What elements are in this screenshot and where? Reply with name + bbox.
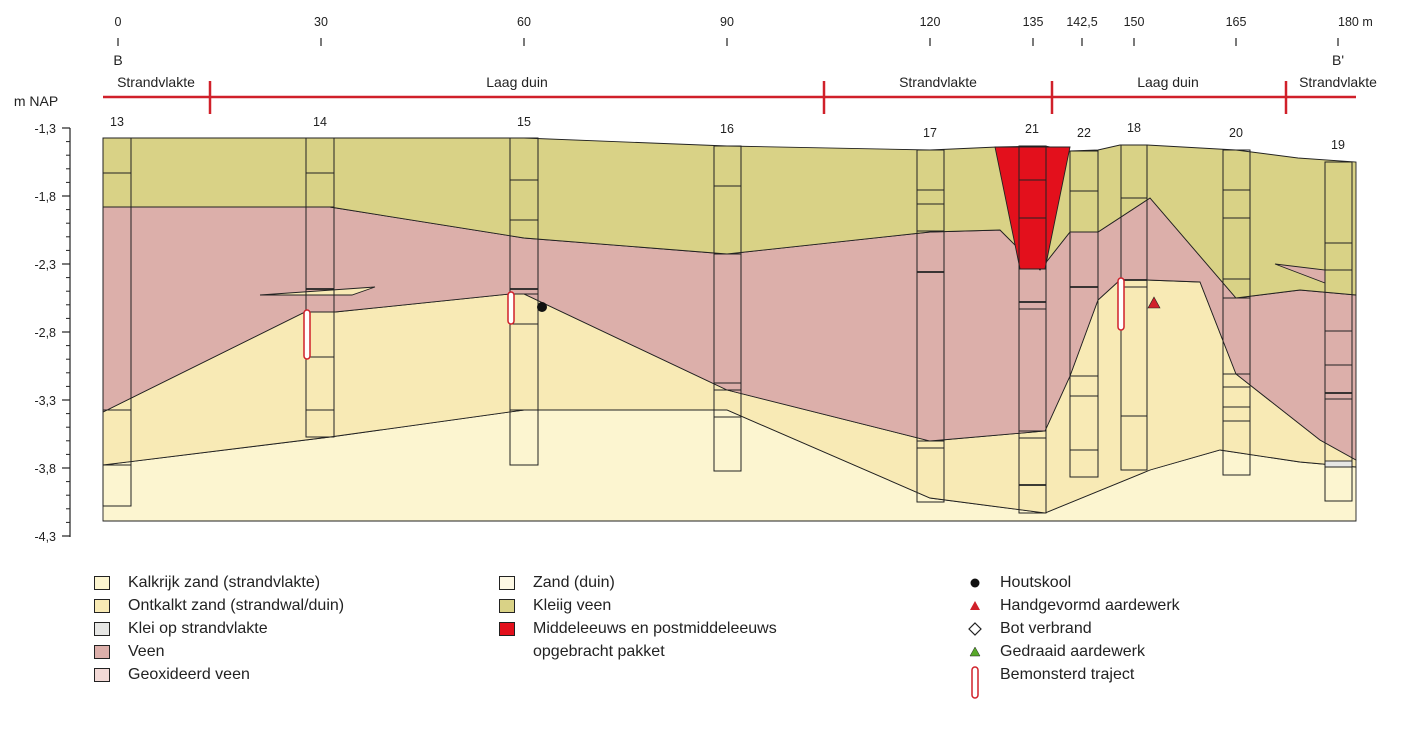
depth-axis: m NAP -1,3 -1,8 -2,3 -2,8 -3,3 -3,8 -4,3: [14, 93, 71, 544]
tick-135: 135: [1023, 15, 1044, 46]
tick-label: 90: [720, 15, 734, 29]
borehole-20: [1222, 149, 1251, 476]
tick-label: 180 m: [1338, 15, 1373, 29]
geoxideerd-veen-swatch: [94, 668, 110, 682]
legend-label: Bemonsterd traject: [1000, 666, 1135, 683]
zone-label: Strandvlakte: [1299, 74, 1377, 90]
houtskool-find-icon: [537, 302, 547, 312]
depth-axis-label: m NAP: [14, 93, 58, 109]
borehole-columns: [102, 137, 1353, 514]
tick-label: 150: [1124, 15, 1145, 29]
legend-label: Kalkrijk zand (strandvlakte): [128, 574, 321, 591]
depth-tick-label: -4,3: [34, 530, 56, 544]
legend-label: Kleiig veen: [533, 597, 612, 614]
tick-label: 135: [1023, 15, 1044, 29]
borehole-label: 19: [1331, 138, 1345, 152]
sample-tube-icon: [507, 291, 515, 325]
legend-label: Bot verbrand: [1000, 620, 1092, 637]
opgebracht-pakket-swatch: [499, 622, 515, 636]
tick-0: 0: [115, 15, 122, 46]
borehole-label: 20: [1229, 126, 1243, 140]
distance-scale: 0 30 60 90 120 135 142,5 150 165 180 m: [115, 15, 1373, 46]
zone-label: Strandvlakte: [899, 74, 977, 90]
tick-label: 30: [314, 15, 328, 29]
borehole-label: 13: [110, 115, 124, 129]
depth-tick-label: -1,8: [34, 190, 56, 204]
borehole-label: 22: [1077, 126, 1091, 140]
borehole-21: [1018, 145, 1047, 514]
sample-tube-icon: [303, 309, 311, 360]
borehole-13: [102, 137, 132, 507]
borehole-16: [713, 145, 742, 472]
borehole-label: 15: [517, 115, 531, 129]
legend-label: opgebracht pakket: [533, 643, 665, 660]
tick-30: 30: [314, 15, 328, 46]
legend-label: Klei op strandvlakte: [128, 620, 268, 637]
landscape-zone-bar: Strandvlakte Laag duin Strandvlakte Laag…: [103, 74, 1377, 114]
green-triangle-icon: [969, 646, 981, 657]
depth-tick-label: -2,3: [34, 258, 56, 272]
diamond-icon: [968, 622, 982, 636]
zone-label: Laag duin: [1137, 74, 1199, 90]
legend-label: Ontkalkt zand (strandwal/duin): [128, 597, 345, 614]
sample-tube-icon: [1117, 277, 1125, 331]
kalkrijk-zand-swatch: [94, 576, 110, 590]
borehole-14: [305, 137, 335, 438]
legend-label: Geoxideerd veen: [128, 666, 250, 683]
ontkalkt-zand-swatch: [94, 599, 110, 613]
tick-label: 120: [920, 15, 941, 29]
legend-label: Handgevormd aardewerk: [1000, 597, 1180, 614]
tick-label: 142,5: [1066, 15, 1097, 29]
filled-circle-icon: [970, 578, 980, 588]
tick-180: 180 m: [1337, 15, 1373, 46]
borehole-label: 17: [923, 126, 937, 140]
red-triangle-icon: [970, 601, 980, 610]
klei-swatch: [94, 622, 110, 636]
legend-label: Zand (duin): [533, 574, 615, 591]
borehole-19: [1324, 161, 1353, 502]
borehole-label: 21: [1025, 122, 1039, 136]
veen-swatch: [94, 645, 110, 659]
legend-label: Middeleeuws en postmiddeleeuws: [533, 620, 777, 637]
tick-label: 165: [1226, 15, 1247, 29]
zand-duin-swatch: [499, 576, 515, 590]
depth-tick-label: -3,3: [34, 394, 56, 408]
depth-tick-label: -3,8: [34, 462, 56, 476]
tick-120: 120: [920, 15, 941, 46]
tick-label: 60: [517, 15, 531, 29]
legend-label: Veen: [128, 643, 165, 660]
depth-tick-label: -2,8: [34, 326, 56, 340]
zone-label: Strandvlakte: [117, 74, 195, 90]
section-start-label: B: [113, 52, 122, 68]
handgevormd-aardewerk-find-icon: [1147, 296, 1161, 309]
kleiig-veen-swatch: [499, 599, 515, 613]
borehole-17: [916, 149, 945, 503]
tick-60: 60: [517, 15, 531, 46]
tick-150: 150: [1124, 15, 1145, 46]
borehole-label: 16: [720, 122, 734, 136]
sample-tube-icon: [971, 666, 979, 699]
tick-142-5: 142,5: [1066, 15, 1098, 46]
borehole-22: [1069, 150, 1099, 478]
borehole-label: 18: [1127, 121, 1141, 135]
tick-90: 90: [720, 15, 734, 46]
tick-165: 165: [1226, 15, 1247, 46]
borehole-labels: 13 14 15 16 17 21 22 18 20 19: [110, 115, 1345, 152]
borehole-label: 14: [313, 115, 327, 129]
legend-label: Gedraaid aardewerk: [1000, 643, 1145, 660]
zone-label: Laag duin: [486, 74, 548, 90]
tick-label: 0: [115, 15, 122, 29]
sampled-intervals: [303, 277, 1125, 360]
legend-label: Houtskool: [1000, 574, 1072, 591]
klei-lens: [1324, 460, 1353, 468]
section-end-label: B': [1332, 52, 1344, 68]
depth-tick-label: -1,3: [34, 122, 56, 136]
